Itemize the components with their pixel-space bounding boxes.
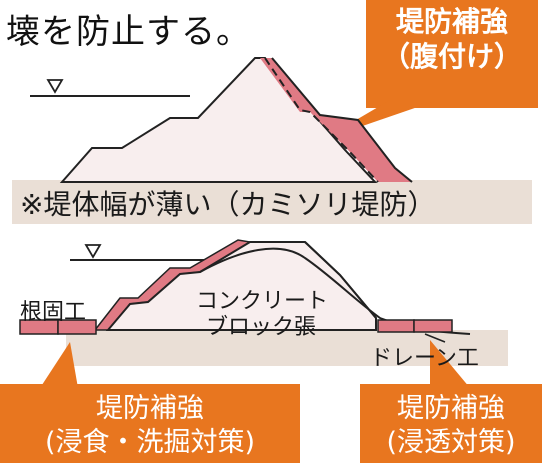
root-fix-block-2 <box>57 319 97 335</box>
label-drain: ドレーン工 <box>370 346 479 371</box>
upper-original-slope <box>264 57 379 183</box>
upper-levee <box>30 57 413 183</box>
lower-water-mark-icon <box>84 244 102 259</box>
drain-block-2 <box>413 319 453 333</box>
callout-seepage-line1: 堤防補強 <box>397 393 505 424</box>
callout-erosion-reinforcement: 堤防補強 (浸食・洗掘対策) <box>0 384 300 463</box>
lower-embankment-body <box>105 241 377 331</box>
callout-abdominal-line1: 堤防補強 <box>395 5 508 38</box>
upper-water-mark-icon <box>46 79 64 94</box>
callout-erosion-line1: 堤防補強 <box>96 393 204 424</box>
lower-levee <box>19 239 471 343</box>
callout-erosion-line2: (浸食・洗掘対策) <box>44 426 256 458</box>
label-block-pavement: ブロック張 <box>206 315 317 340</box>
upper-outer-slope <box>271 57 413 183</box>
drain-block-1 <box>377 319 415 333</box>
lower-land-slope <box>304 241 377 319</box>
label-root-fix: 根固工 <box>20 300 87 325</box>
label-concrete: コンクリート <box>196 289 329 314</box>
drain-leader-line <box>424 333 446 343</box>
callout-abdominal-line2: （腹付け） <box>381 40 522 73</box>
caption-text: ※堤体幅が薄い（カミソリ堤防） <box>20 188 436 221</box>
callout-seepage-line2: (浸透対策) <box>386 426 516 458</box>
callout-seepage-pointer <box>430 340 470 388</box>
callout-abdominal-reinforcement: 堤防補強 （腹付け） <box>366 0 538 108</box>
callout-seepage-reinforcement: 堤防補強 (浸透対策) <box>360 384 542 463</box>
intro-text: 壊を防止する。 <box>6 12 251 52</box>
callout-erosion-pointer <box>40 342 78 388</box>
caption-bar <box>12 180 532 224</box>
